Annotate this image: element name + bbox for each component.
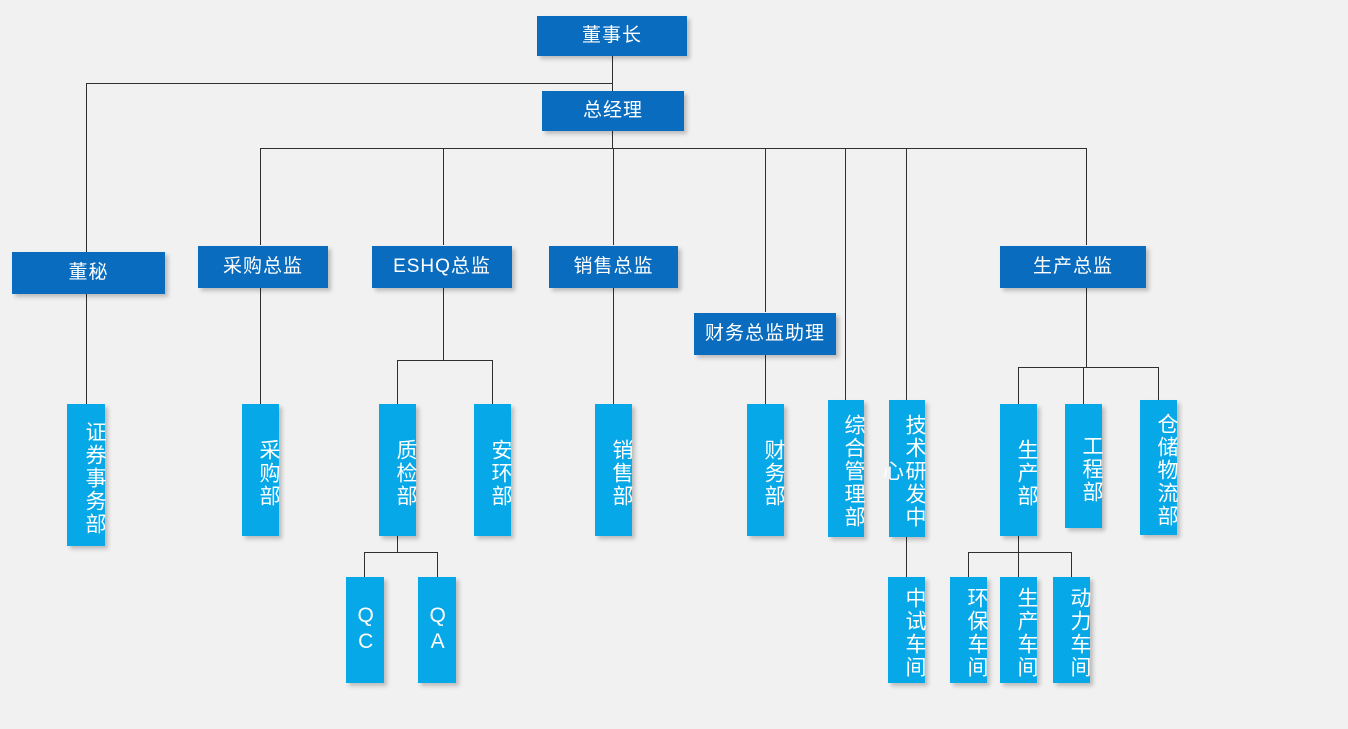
connector-production-director-down (1086, 287, 1087, 367)
node-quality-inspection-dept[interactable]: 质检部 (379, 404, 417, 536)
connector-gm-down (612, 130, 613, 148)
connector-drop-purchasing-director (260, 148, 261, 245)
node-warehouse-logistics-dept[interactable]: 仓储物流部 (1140, 400, 1178, 535)
node-production-director[interactable]: 生产总监 (1000, 246, 1146, 288)
node-rnd-center[interactable]: 技术研发中心 (880, 400, 926, 537)
node-finance-director-assistant[interactable]: 财务总监助理 (694, 313, 836, 355)
connector-drop-finance-assistant (765, 148, 766, 312)
node-power-workshop[interactable]: 动力车间 (1053, 577, 1091, 683)
connector-secretary-to-securities (86, 293, 87, 404)
connector-production-branch-bar (1018, 367, 1158, 368)
connector-gm-distribution-bar (260, 148, 1086, 149)
node-qa[interactable]: QA (418, 577, 456, 683)
node-sales-director[interactable]: 销售总监 (549, 246, 678, 288)
node-safety-environment-dept[interactable]: 安环部 (474, 404, 512, 536)
connector-drop-production-director (1086, 148, 1087, 245)
connector-chairman-to-secretary-bar (86, 83, 613, 84)
connector-drop-production-dept (1018, 367, 1019, 404)
node-general-manager[interactable]: 总经理 (542, 91, 684, 131)
connector-production-dept-down (1018, 535, 1019, 552)
node-engineering-dept[interactable]: 工程部 (1065, 404, 1103, 528)
connector-drop-power-workshop (1071, 552, 1072, 577)
connector-purchasing-director-to-dept (260, 287, 261, 404)
connector-qcqa-branch-bar (364, 552, 437, 553)
node-securities-affairs-dept[interactable]: 证券事务部 (67, 404, 106, 546)
connector-eshq-director-down (443, 287, 444, 360)
node-purchasing-dept[interactable]: 采购部 (242, 404, 280, 536)
connector-drop-quality-inspection (397, 360, 398, 404)
connector-sales-director-to-dept (613, 287, 614, 404)
connector-drop-engineering-dept (1083, 367, 1084, 404)
connector-workshop-branch-bar (968, 552, 1071, 553)
connector-drop-qc (364, 552, 365, 577)
connector-chairman-down (612, 55, 613, 84)
connector-drop-environmental-workshop (968, 552, 969, 577)
connector-drop-production-workshop (1018, 552, 1019, 577)
connector-drop-qa (437, 552, 438, 577)
connector-drop-eshq-director (443, 148, 444, 245)
node-purchasing-director[interactable]: 采购总监 (198, 246, 328, 288)
node-production-workshop[interactable]: 生产车间 (1000, 577, 1038, 683)
connector-eshq-branch-bar (397, 360, 492, 361)
connector-drop-warehouse-dept (1158, 367, 1159, 400)
node-general-admin-dept[interactable]: 综合管理部 (828, 400, 865, 537)
connector-drop-sales-director (613, 148, 614, 245)
node-chairman[interactable]: 董事长 (537, 16, 687, 56)
node-production-dept[interactable]: 生产部 (1000, 404, 1038, 536)
node-pilot-workshop[interactable]: 中试车间 (888, 577, 926, 683)
connector-quality-inspection-down (397, 535, 398, 552)
node-finance-dept[interactable]: 财务部 (747, 404, 785, 536)
node-qc[interactable]: QC (346, 577, 384, 683)
connector-rnd-to-pilot-workshop (906, 535, 907, 577)
connector-drop-rnd-center (906, 148, 907, 400)
node-sales-dept[interactable]: 销售部 (595, 404, 633, 536)
node-eshq-director[interactable]: ESHQ总监 (372, 246, 512, 288)
connector-secretary-drop (86, 83, 87, 253)
connector-chairman-to-gm (612, 83, 613, 94)
connector-drop-general-admin (845, 148, 846, 400)
node-board-secretary[interactable]: 董秘 (12, 252, 165, 294)
connector-finance-assistant-to-dept (765, 354, 766, 404)
node-environmental-workshop[interactable]: 环保车间 (950, 577, 988, 683)
connector-drop-safety-environment (492, 360, 493, 404)
